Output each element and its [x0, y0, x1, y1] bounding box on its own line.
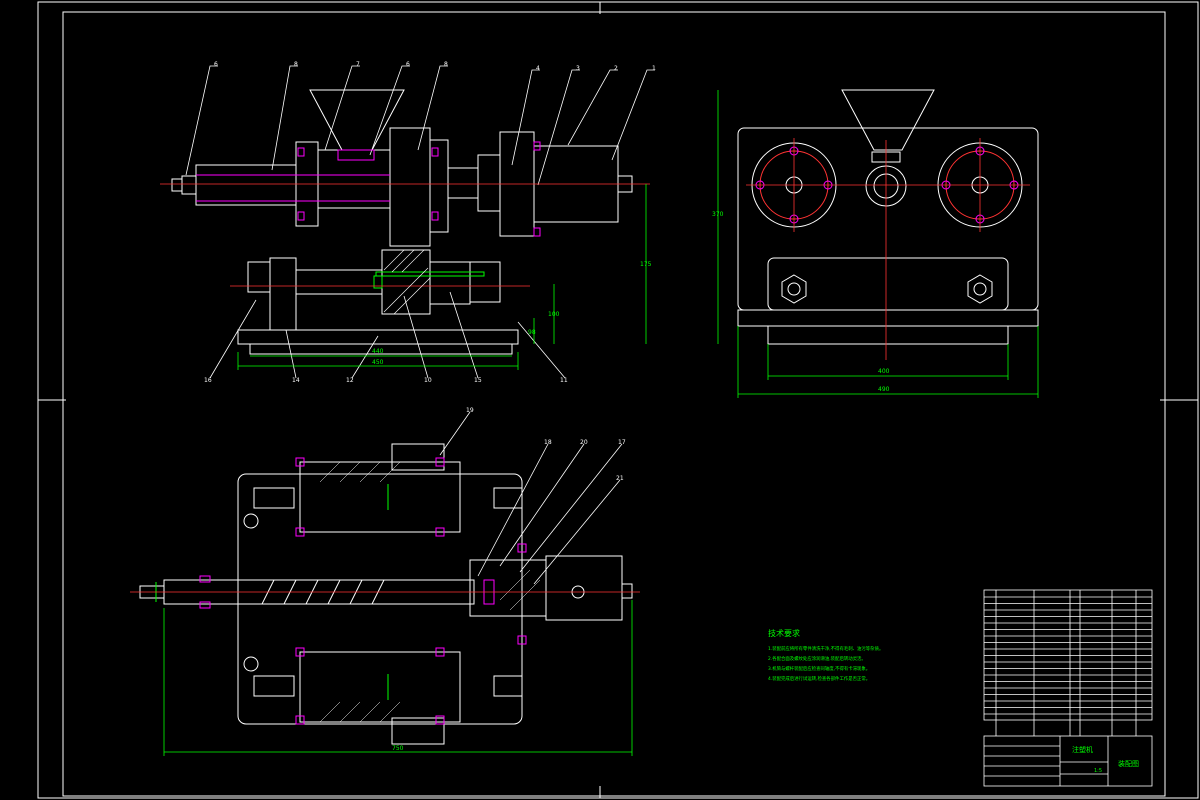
callout-label: 20 [580, 439, 588, 446]
tech-requirements: 技术要求 1.装配前应将所有零件清洗干净,不得有毛刺、油污等杂质。 2.各配合面… [768, 628, 883, 682]
sheet-frame [37, 1, 1199, 799]
dimension-label: 490 [878, 386, 890, 393]
callout-label: 1 [652, 65, 656, 72]
dimension-label: 370 [712, 211, 724, 218]
dimension-label: 440 [372, 348, 384, 355]
dimension-label: 400 [878, 368, 890, 375]
callout-label: 19 [466, 407, 474, 414]
dimension-label: 450 [372, 359, 384, 366]
side-view [737, 89, 1039, 360]
callout-label: 10 [424, 377, 432, 384]
tech-requirements-title: 技术要求 [768, 628, 800, 638]
parts-list [983, 589, 1153, 736]
drawing-scale: 1:5 [1094, 768, 1102, 774]
callout-label: 7 [356, 61, 360, 68]
tech-requirement-line: 4.装配完成后进行试运转,检查各部件工作是否正常。 [768, 675, 870, 682]
tech-requirement-line: 1.装配前应将所有零件清洗干净,不得有毛刺、油污等杂质。 [768, 645, 883, 652]
callout-label: 6 [214, 61, 218, 68]
callout-label: 6 [406, 61, 410, 68]
callout-label: 2 [614, 65, 618, 72]
callout-label: 21 [616, 475, 624, 482]
dimension-label: 100 [548, 311, 560, 318]
callout-labels: 6 8 7 6 8 4 3 2 1 16 14 12 10 15 11 19 1… [204, 61, 656, 482]
callout-label: 11 [560, 377, 568, 384]
front-view [160, 65, 655, 379]
callout-label: 12 [346, 377, 354, 384]
title-block-text: 注塑机 装配图 1:5 [1072, 745, 1139, 774]
tech-requirement-line: 2.各配合面及螺纹处应涂润滑油,装配后转动灵活。 [768, 655, 866, 662]
callout-label: 8 [444, 61, 448, 68]
side-hopper [841, 89, 935, 151]
callout-label: 16 [204, 377, 212, 384]
dimension-label: 750 [392, 745, 404, 752]
top-view [130, 411, 640, 745]
title-block [983, 735, 1153, 787]
front-leaders [185, 65, 655, 186]
callout-label: 8 [294, 61, 298, 68]
callout-label: 4 [536, 65, 540, 72]
drawing-type: 装配图 [1118, 759, 1139, 768]
drawing-name: 注塑机 [1072, 745, 1093, 754]
callout-label: 3 [576, 65, 580, 72]
top-dimensions [163, 600, 633, 756]
callout-label: 14 [292, 377, 300, 384]
dimension-label: 98 [528, 329, 536, 336]
dimension-labels: 440 450 175 100 98 400 490 370 750 [372, 211, 890, 752]
callout-label: 17 [618, 439, 626, 446]
dimension-label: 175 [640, 261, 652, 268]
tech-requirement-line: 3.机筒与螺杆装配后应检查同轴度,不得有卡滞现象。 [768, 665, 870, 672]
callout-label: 18 [544, 439, 552, 446]
front-dimensions [237, 184, 647, 370]
callout-label: 15 [474, 377, 482, 384]
front-lower-leaders [209, 291, 566, 379]
top-leaders [439, 411, 623, 585]
side-dimensions [717, 90, 1039, 398]
